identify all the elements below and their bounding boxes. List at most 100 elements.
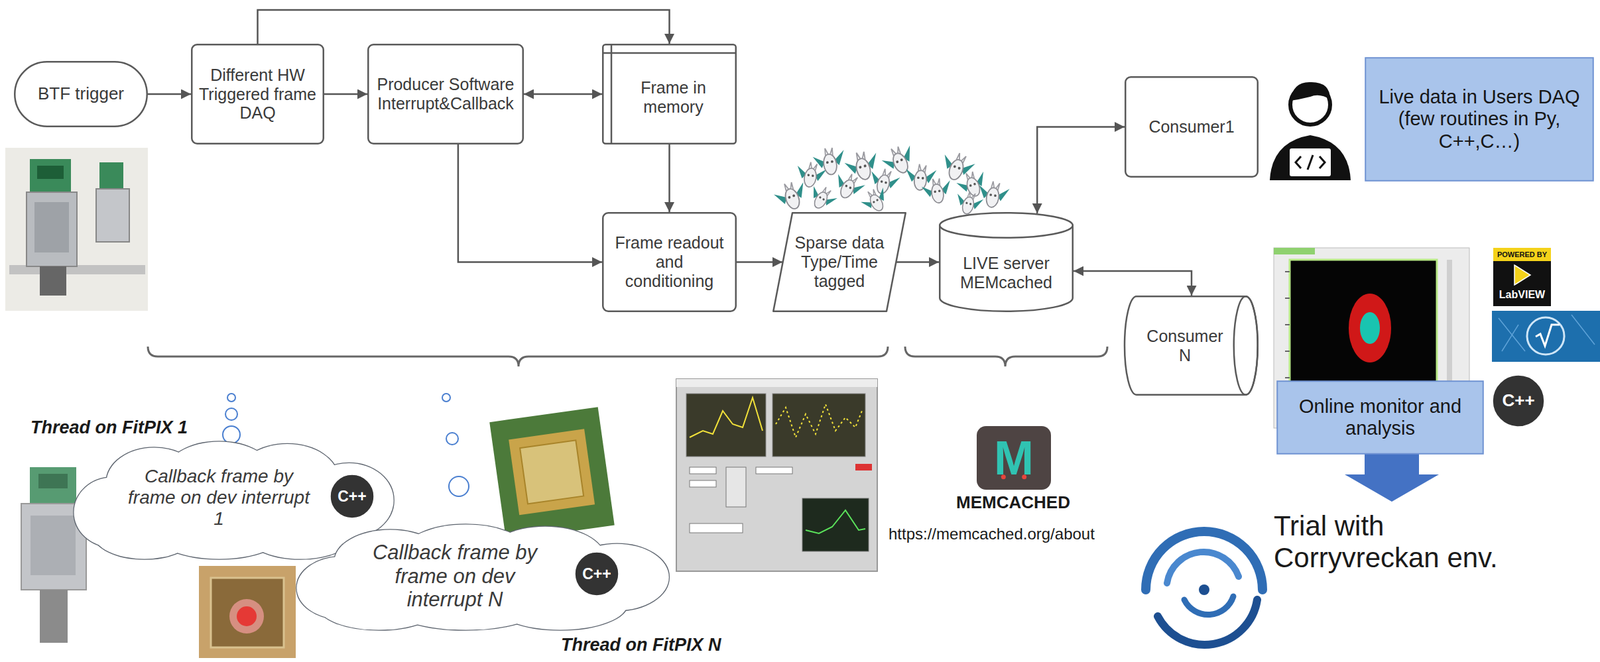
connector-arrow xyxy=(324,93,368,96)
labview-screenshot xyxy=(686,393,766,457)
detector-photo xyxy=(99,162,124,189)
node-text: M xyxy=(993,434,1034,483)
sparse-data-sprites xyxy=(976,179,1011,210)
labview-screenshot xyxy=(775,404,862,438)
free-label: POWERED BY xyxy=(1493,250,1551,260)
labview-screenshot xyxy=(676,379,878,388)
note-box: Live data in Users DAQ (few routines in … xyxy=(1364,57,1595,182)
node-text: BTF trigger xyxy=(37,84,124,105)
language-badge: C++ xyxy=(329,474,375,520)
corryvreckan-logo xyxy=(1167,552,1239,584)
labview-screenshot xyxy=(726,467,746,508)
chip-photo xyxy=(489,407,615,541)
sqrt-logo xyxy=(1527,317,1565,355)
sparse-data-sprites xyxy=(879,141,920,180)
connector-arrow xyxy=(896,261,939,264)
bubble-dots xyxy=(442,393,451,402)
node-text: LIVE server MEMcached xyxy=(946,253,1066,293)
curly-brace xyxy=(905,346,1108,367)
sparse-data-sprites xyxy=(804,181,840,215)
connector-arrow xyxy=(1073,271,1192,296)
detector-photo xyxy=(30,515,76,576)
sensor-photo xyxy=(198,566,296,659)
free-label: Thread on FitPIX 1 xyxy=(30,417,188,439)
labview-screenshot xyxy=(805,510,866,534)
curly-brace xyxy=(147,346,1108,367)
detector-photo xyxy=(39,266,67,296)
node-text: Live data in Users DAQ (few routines in … xyxy=(1373,86,1585,153)
connector-arrow xyxy=(147,93,191,96)
node-text: Online monitor and analysis xyxy=(1284,395,1477,441)
node-text: Consumer1 xyxy=(1148,117,1234,137)
user-icon xyxy=(1295,155,1325,170)
thought-cloud: Callback frame by frame on dev interrupt… xyxy=(295,523,674,632)
sparse-data-sprites xyxy=(920,175,954,205)
node-text: Callback frame by frame on dev interrupt… xyxy=(125,466,312,531)
data-parallelogram: Sparse data Type/Time tagged xyxy=(772,212,907,313)
heatmap-screenshot xyxy=(1348,293,1392,363)
bubble-dots xyxy=(225,408,238,421)
chip-photo xyxy=(508,429,595,516)
note-box: Online monitor and analysis xyxy=(1276,380,1484,455)
labview-screenshot xyxy=(855,464,872,471)
node-text: C++ xyxy=(582,565,611,583)
labview-screenshot xyxy=(689,480,717,488)
node-text: Different HW Triggered frame DAQ xyxy=(198,65,317,123)
sqrt-logo xyxy=(1491,310,1600,363)
corryvreckan-logo xyxy=(1157,600,1258,646)
free-label: Thread on FitPIX N xyxy=(560,635,722,656)
chip-photo xyxy=(489,407,615,541)
labview-logo xyxy=(1493,247,1551,307)
sparse-data-sprites xyxy=(952,188,985,218)
node-text: Consumer N xyxy=(1140,326,1230,366)
detector-photo xyxy=(29,467,77,504)
labview-screenshot xyxy=(689,523,743,534)
node-text: Callback frame by frame on dev interrupt… xyxy=(355,541,555,613)
sensor-photo xyxy=(236,606,257,627)
labview-screenshot xyxy=(802,498,869,552)
detector-photo xyxy=(34,202,69,253)
detector-photo xyxy=(38,474,68,489)
connector-arrow xyxy=(1037,127,1125,215)
process-box: Consumer1 xyxy=(1124,76,1259,178)
language-badge: C++ xyxy=(1491,374,1545,428)
user-icon xyxy=(1288,147,1333,178)
detector-photo xyxy=(37,165,64,180)
bubble-dots xyxy=(446,432,459,445)
queue-cylinder: Consumer N xyxy=(1124,295,1259,396)
queue-cylinder-outline xyxy=(1124,295,1259,396)
detector-photo xyxy=(5,147,148,311)
node-text: Producer Software Interrupt&Callback xyxy=(375,74,516,114)
bubble-dots xyxy=(448,476,469,497)
labview-screenshot xyxy=(676,379,878,572)
terminal-pill: BTF trigger xyxy=(13,61,148,128)
process-box: Frame readout and conditioning xyxy=(602,212,737,313)
user-icon xyxy=(1269,135,1351,181)
sqrt-logo xyxy=(1498,314,1595,352)
bubble-dots xyxy=(222,426,241,444)
sparse-data-sprites xyxy=(858,184,893,217)
corryvreckan-logo xyxy=(1145,531,1263,646)
detector-photo xyxy=(96,188,130,243)
sensor-photo xyxy=(229,599,264,634)
corryvreckan-logo xyxy=(1145,531,1263,591)
labview-logo xyxy=(1514,265,1531,286)
sparse-data-sprites xyxy=(771,141,1011,218)
sensor-photo xyxy=(198,566,296,659)
heatmap-screenshot xyxy=(1273,247,1315,255)
labview-screenshot xyxy=(689,467,717,475)
node-text: Frame in memory xyxy=(617,78,729,117)
corryvreckan-logo xyxy=(1184,596,1234,616)
detector-photo xyxy=(26,192,77,267)
node-text: C++ xyxy=(337,488,367,506)
labview-logo xyxy=(1493,261,1551,307)
labview-screenshot xyxy=(689,397,763,438)
database-cylinder: LIVE server MEMcached xyxy=(938,212,1074,313)
curly-brace xyxy=(147,346,888,367)
memcached-logo: M xyxy=(976,426,1051,491)
detector-photo xyxy=(39,590,68,644)
process-box: Different HW Triggered frame DAQ xyxy=(190,43,325,145)
user-icon xyxy=(1269,82,1351,181)
sensor-photo xyxy=(210,578,284,648)
